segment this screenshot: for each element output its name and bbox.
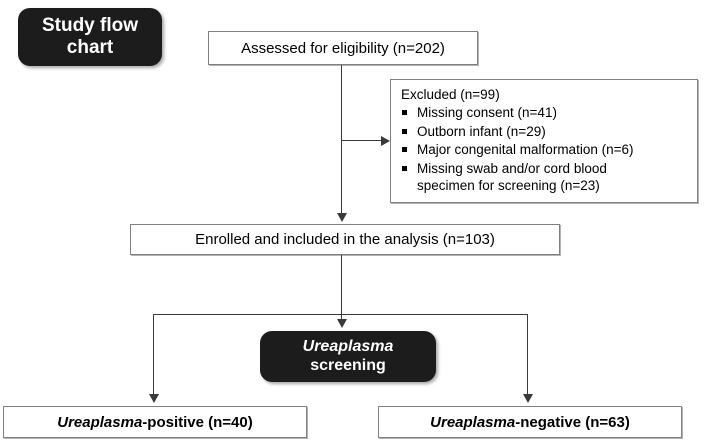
list-item: Major congenital malformation (n=6) [402, 141, 634, 159]
node-assessed-for-eligibility: Assessed for eligibility (n=202) [208, 31, 478, 65]
connector-bus-to-positive [153, 314, 154, 396]
connector-trunk-to-excluded [341, 140, 383, 141]
node-ureaplasma-screening: Ureaplasma screening [260, 331, 436, 382]
node-negative-organism: Ureaplasma [430, 413, 516, 431]
arrowhead-positive [149, 394, 159, 403]
connector-enrolled-to-screening [341, 255, 342, 321]
list-item-label: Outborn infant (n=29) [417, 123, 546, 139]
connector-bus-to-negative [527, 314, 528, 396]
bullet-square-icon [402, 147, 407, 153]
bullet-square-icon [402, 128, 407, 134]
node-screening-organism: Ureaplasma [302, 337, 394, 355]
node-excluded-heading: Excluded (n=99) [401, 87, 500, 102]
node-positive-organism: Ureaplasma [57, 413, 143, 431]
list-item: Outborn infant (n=29) [402, 123, 633, 141]
bullet-square-icon [402, 110, 407, 115]
node-positive-label: -positive (n=40) [142, 413, 253, 431]
arrowhead-negative [523, 394, 533, 403]
list-item-label: Major congenital malformation (n=6) [417, 142, 634, 158]
list-item: Missing consent (n=41) [402, 104, 633, 122]
node-enrolled-label: Enrolled and included in the analysis (n… [195, 231, 495, 248]
figure-title-line1: Study flow [41, 14, 139, 36]
list-item-label: Missing swab and/or cord blood specimen … [417, 160, 607, 194]
node-excluded-reason-list: Missing consent (n=41) Outborn infant (n… [401, 104, 633, 196]
node-negative-label: -negative (n=63) [515, 413, 630, 431]
figure-title-line2: chart [66, 37, 114, 58]
arrowhead-screening [337, 319, 347, 328]
node-assessed-label: Assessed for eligibility (n=202) [241, 39, 445, 57]
node-ureaplasma-positive: Ureaplasma-positive (n=40) [3, 406, 307, 438]
arrowhead-enrolled [337, 213, 347, 222]
node-enrolled-and-included: Enrolled and included in the analysis (n… [130, 224, 560, 255]
list-item: Missing swab and/or cord blood specimen … [402, 160, 633, 195]
node-excluded: Excluded (n=99) Missing consent (n=41) O… [390, 79, 698, 203]
list-item-label: Missing consent (n=41) [417, 105, 557, 120]
bullet-square-icon [402, 165, 407, 171]
arrowhead-excluded [381, 136, 390, 146]
connector-split-bus [153, 314, 528, 315]
node-ureaplasma-negative: Ureaplasma-negative (n=63) [378, 406, 682, 438]
figure-title-badge: Study flow chart [18, 8, 162, 66]
node-screening-label: screening [310, 356, 386, 374]
